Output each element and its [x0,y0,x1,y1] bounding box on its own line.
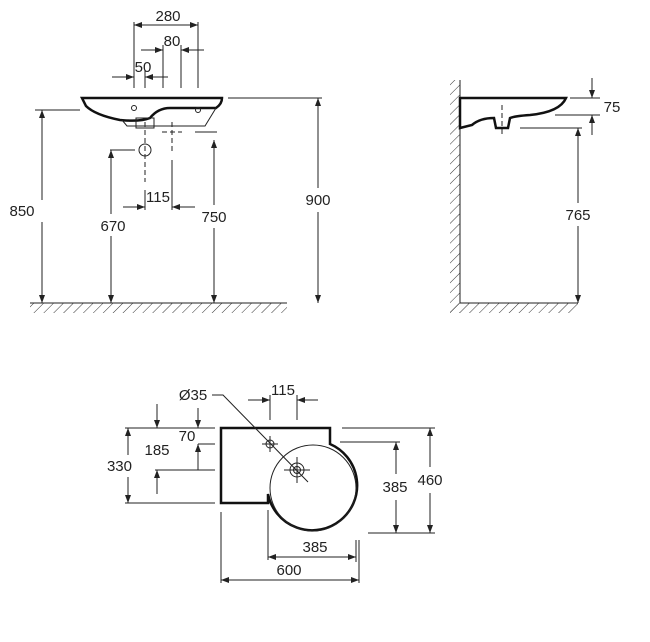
dim-750: 750 [201,209,226,226]
tap-hole-mark [131,105,137,111]
dim-115: 115 [146,189,170,206]
basin-front [79,96,224,122]
dim-50: 50 [135,59,152,76]
floor-hatch [30,303,287,313]
basin-side [458,96,568,130]
diameter-leader [212,394,309,483]
dimension-lines [39,22,321,303]
dim-diameter-35: Ø35 [179,387,207,404]
top-view: Ø35 115 70 185 330 385 460 385 600 [107,382,443,583]
dim-70: 70 [179,428,196,445]
basin-top-outline [219,426,359,532]
wall-hatch [450,80,460,313]
dim-385-horizontal: 385 [302,539,327,556]
dim-330: 330 [107,458,132,475]
dim-900: 900 [305,192,330,209]
dim-80: 80 [164,33,181,50]
dim-75: 75 [604,99,621,116]
waste-outlet [135,117,155,129]
basin-underside [121,107,217,127]
dim-765: 765 [565,207,590,224]
side-view: 75 765 [450,78,620,313]
dim-670: 670 [100,218,125,235]
dim-600: 600 [276,562,301,579]
floor-hatch [450,303,578,313]
top-dimension-lines [125,397,433,583]
dim-850: 850 [9,203,34,220]
extension-lines [35,22,322,210]
front-view: 280 80 50 115 850 670 750 900 [9,8,331,313]
top-extension-lines [125,395,435,583]
dim-185: 185 [144,442,169,459]
dim-460: 460 [417,472,442,489]
dim-280: 280 [155,8,180,25]
dim-115: 115 [271,382,295,399]
dim-385-vertical: 385 [382,479,407,496]
centerlines [144,122,182,182]
overflow-mark [195,107,201,113]
bowl-rim [269,444,357,532]
